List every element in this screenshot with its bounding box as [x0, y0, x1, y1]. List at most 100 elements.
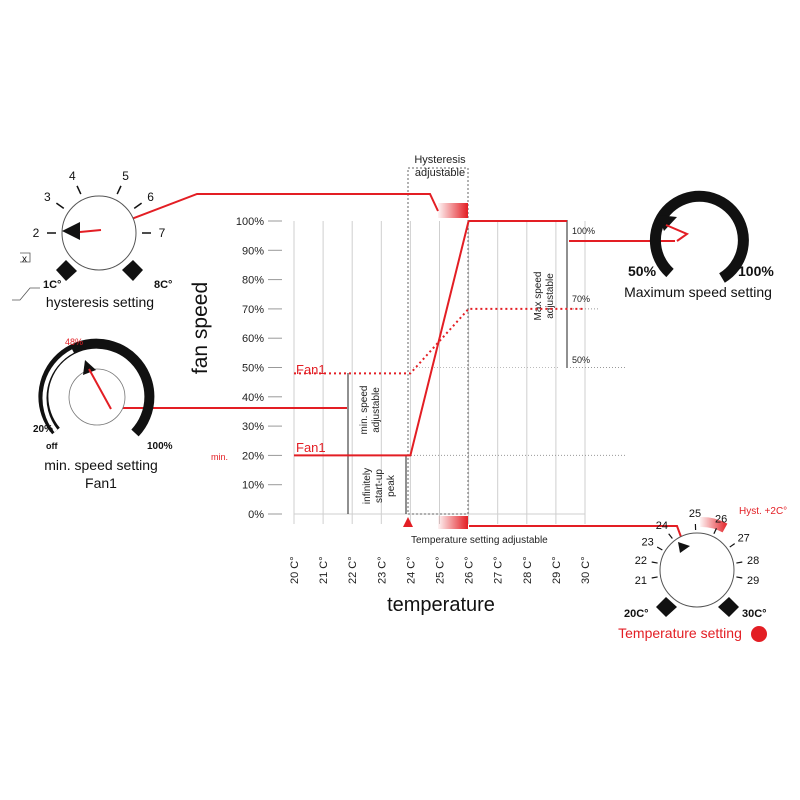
- hysteresis-min-stop: [56, 260, 77, 281]
- min-speed-label-2: adjustable: [371, 387, 382, 433]
- y-tick-label: 40%: [242, 392, 264, 404]
- max-speed-low: 50%: [628, 263, 657, 279]
- x-tick-label: 20 C°: [289, 556, 301, 584]
- hysteresis-tick-label: 5: [122, 169, 129, 183]
- max-speed-dial[interactable]: 50% 100% Maximum speed setting: [624, 190, 774, 300]
- y-tick-label: 100%: [236, 216, 264, 228]
- max-speed-pointer-icon: [658, 215, 677, 231]
- hysteresis-tick: [116, 185, 122, 195]
- y-tick-label: 0%: [248, 509, 264, 521]
- temperature-min-label: 20C°: [624, 608, 649, 620]
- series-line-dotted: [294, 307, 585, 375]
- x-tick-label: 25 C°: [435, 556, 447, 584]
- hysteresis-tick: [55, 202, 65, 209]
- temperature-tick-label: 21: [635, 575, 647, 587]
- y-axis-title: fan speed: [189, 282, 212, 374]
- hysteresis-tick: [76, 185, 82, 195]
- chart-y-ticks: 0%10%20%30%40%50%60%70%80%90%100%: [236, 216, 282, 521]
- hysteresis-max-stop: [122, 260, 143, 281]
- temperature-tick: [729, 543, 736, 548]
- x-tick-label: 26 C°: [464, 556, 476, 584]
- temperature-indicator-icon: [751, 626, 767, 642]
- hysteresis-max-label: 8C°: [154, 279, 172, 291]
- temperature-min-stop: [656, 597, 677, 617]
- max-level-70: 70%: [572, 294, 590, 304]
- temperature-tick-label: 24: [656, 520, 668, 532]
- x-tick-label: 21 C°: [318, 556, 330, 584]
- temperature-tick-label: 29: [747, 575, 759, 587]
- max-level-100: 100%: [572, 226, 595, 236]
- temperature-caption: Temperature setting: [618, 625, 742, 641]
- y-tick-label: 20%: [242, 450, 264, 462]
- y-tick-label: 70%: [242, 304, 264, 316]
- x-tick-label: 28 C°: [522, 556, 534, 584]
- y-tick-label: 30%: [242, 421, 264, 433]
- x-marker-icon: [20, 252, 31, 263]
- temperature-max-label: 30C°: [742, 608, 767, 620]
- fan1-lower-label: Fan1: [296, 440, 326, 455]
- hysteresis-tick-label: 3: [44, 190, 51, 204]
- max-speed-label-1: Max speed: [533, 272, 544, 321]
- hysteresis-min-label: 1C°: [43, 279, 61, 291]
- startup-label-2: start-up: [374, 469, 385, 503]
- temperature-max-stop: [718, 597, 739, 617]
- chart-series: [293, 220, 586, 457]
- hysteresis-tick-label: 4: [69, 169, 76, 183]
- temperature-tick: [736, 561, 743, 564]
- temperature-gradient-bottom: [438, 516, 468, 529]
- startup-label-1: infinitely: [362, 468, 373, 504]
- chart-x-ticks: 20 C°21 C°22 C°23 C°24 C°25 C°26 C°27 C°…: [289, 556, 592, 584]
- min-speed-label-1: min. speed: [359, 386, 370, 435]
- x-tick-label: 22 C°: [347, 556, 359, 584]
- hysteresis-gradient-top: [438, 203, 468, 218]
- hysteresis-caption: hysteresis setting: [46, 294, 154, 310]
- hysteresis-tick: [133, 202, 143, 209]
- min-label: min.: [211, 452, 228, 462]
- max-speed-high: 100%: [738, 263, 774, 279]
- temperature-tick: [713, 528, 717, 535]
- y-tick-label: 80%: [242, 275, 264, 287]
- hysteresis-label-1: Hysteresis: [414, 154, 466, 166]
- temperature-tick-label: 22: [635, 555, 647, 567]
- x-tick-label: 23 C°: [376, 556, 388, 584]
- hysteresis-pointer-icon: [62, 222, 80, 240]
- hysteresis-label-2: adjustable: [415, 167, 465, 179]
- temperature-tick-label: 26: [715, 513, 727, 525]
- temperature-tick: [736, 576, 743, 579]
- chart-grid: [293, 221, 625, 524]
- startup-label-3: peak: [386, 474, 397, 497]
- x-tick-label: 29 C°: [551, 556, 563, 584]
- min-speed-caption-2: Fan1: [85, 475, 117, 491]
- min-speed-pointer-icon: [83, 360, 96, 375]
- min-speed-dial[interactable]: 48% 20% off 100% min. speed setting Fan1: [33, 337, 173, 491]
- temperature-tick-label: 28: [747, 555, 759, 567]
- hysteresis-tick-label: 7: [159, 226, 166, 240]
- temperature-marker-icon: [403, 517, 413, 527]
- min-speed-high: 100%: [147, 441, 173, 452]
- temperature-tick: [651, 561, 658, 564]
- hysteresis-tick-label: 6: [147, 190, 154, 204]
- max-level-50: 50%: [572, 355, 590, 365]
- temperature-tick-label: 23: [642, 537, 654, 549]
- temperature-pointer-icon: [678, 542, 690, 553]
- min-speed-caption-1: min. speed setting: [44, 457, 158, 473]
- temperature-tick: [656, 546, 663, 551]
- y-tick-label: 60%: [242, 333, 264, 345]
- y-tick-label: 50%: [242, 363, 264, 375]
- min-speed-value: 48%: [65, 337, 83, 347]
- min-speed-low: 20%: [33, 424, 53, 435]
- hysteresis-connector: [99, 193, 439, 232]
- max-speed-caption: Maximum speed setting: [624, 284, 772, 300]
- temperature-tick-label: 27: [738, 532, 750, 544]
- x-tick-label: 30 C°: [580, 556, 592, 584]
- temperature-tick: [651, 576, 658, 579]
- hysteresis-box: [407, 167, 469, 515]
- x-tick-label: 27 C°: [493, 556, 505, 584]
- temp-adjust-label: Temperature setting adjustable: [411, 535, 548, 546]
- y-tick-label: 90%: [242, 245, 264, 257]
